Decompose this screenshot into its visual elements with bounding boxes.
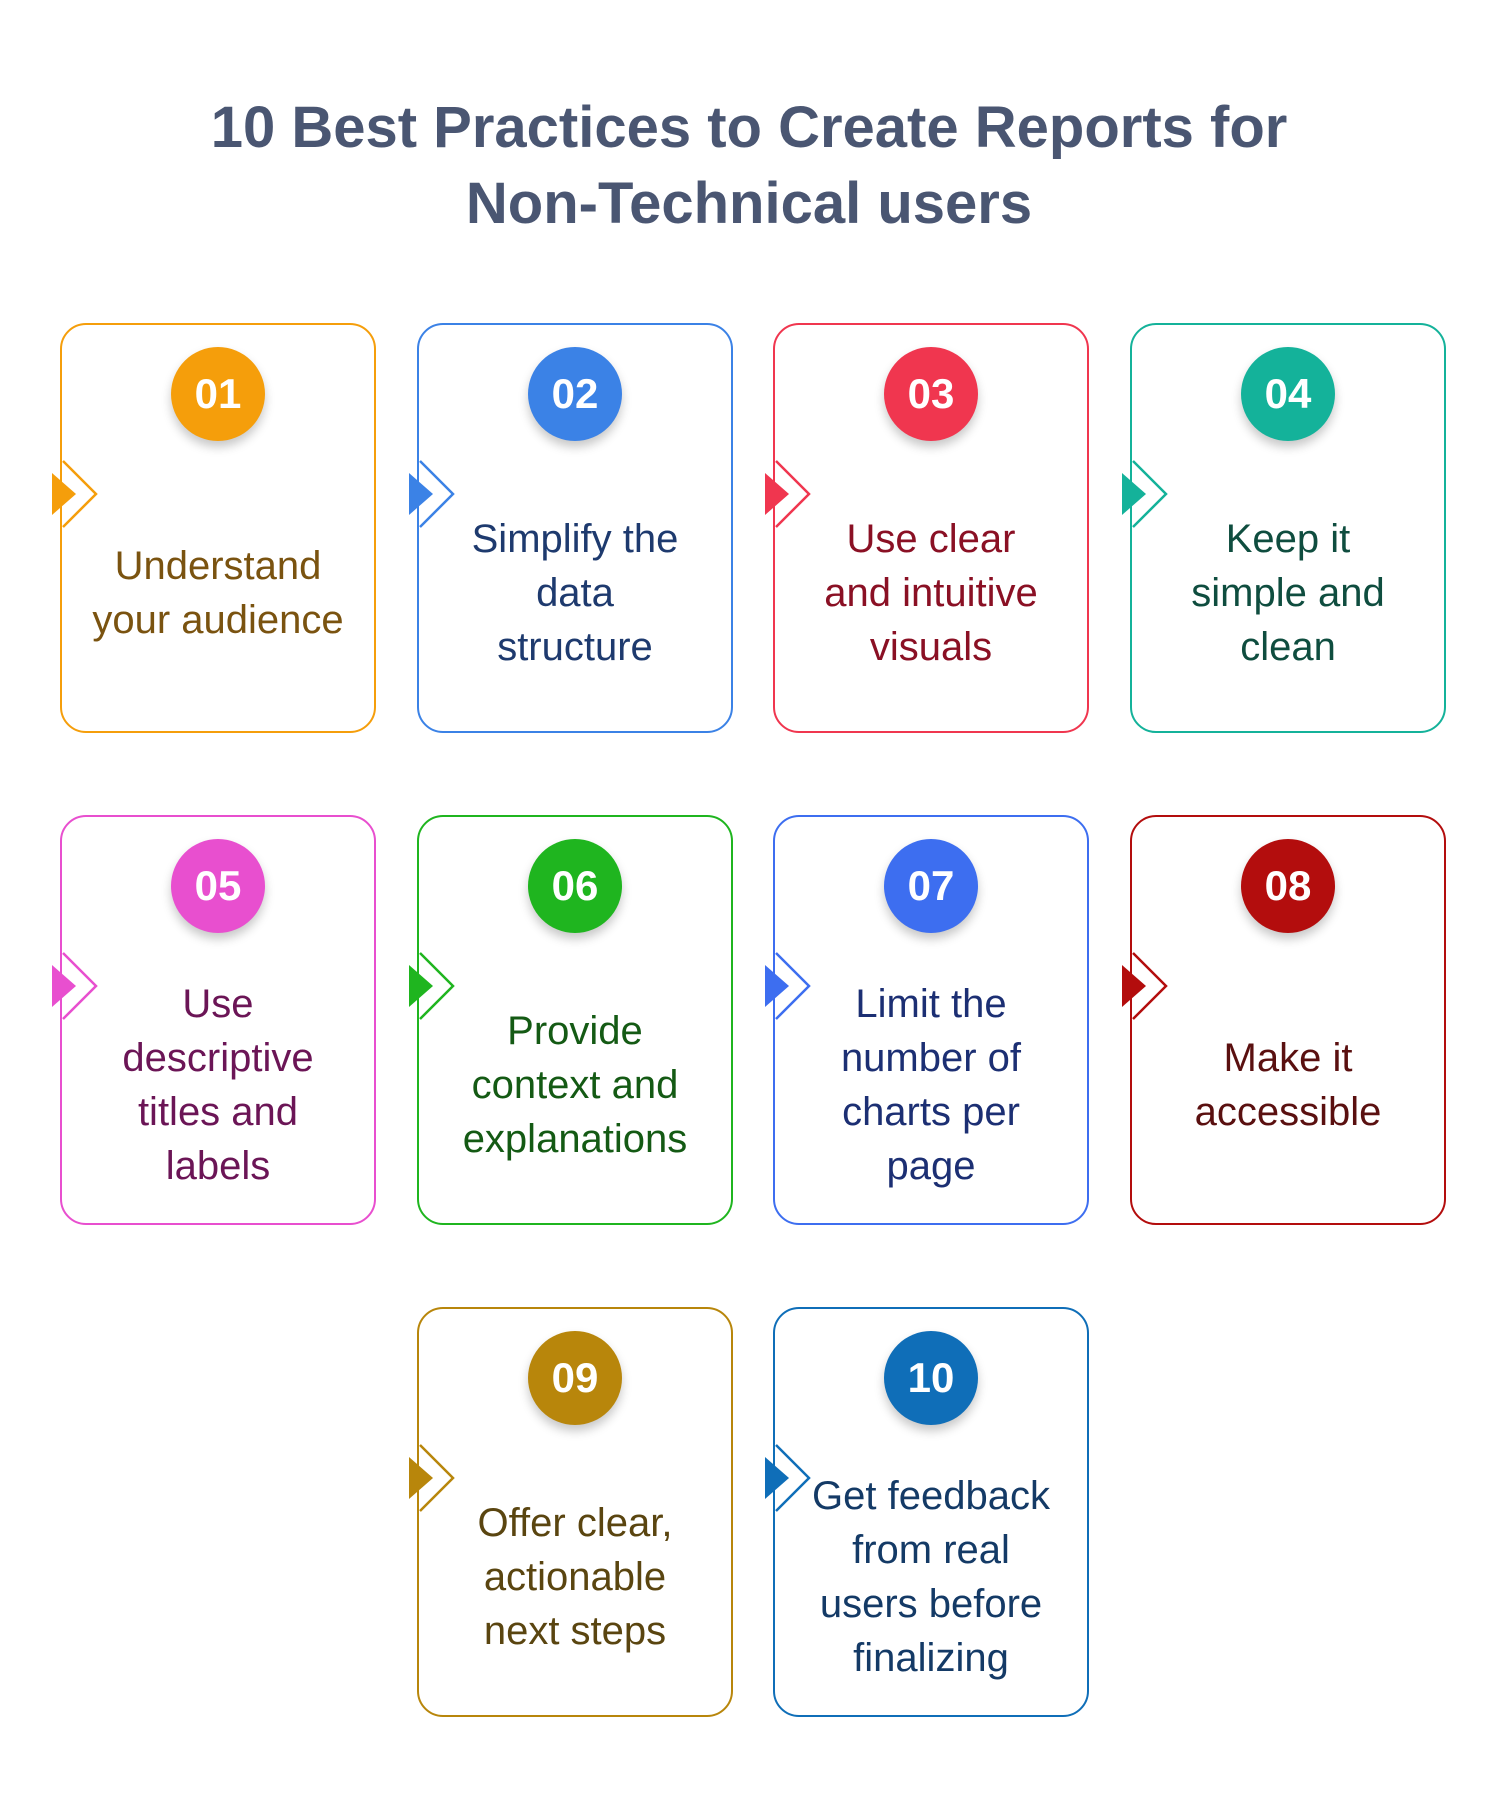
arrow-pointer-icon: [1122, 457, 1168, 531]
number-badge: 10: [884, 1331, 978, 1425]
pointer-triangle: [52, 473, 76, 515]
arrow-pointer-icon: [52, 949, 98, 1023]
practice-text-line: structure: [497, 625, 653, 669]
practice-text: Offer clear, actionable next steps: [433, 1459, 717, 1695]
pointer-triangle: [409, 965, 433, 1007]
practice-text-line: your audience: [92, 598, 344, 642]
practice-text-line: context and: [471, 1063, 679, 1107]
number-badge: 05: [171, 839, 265, 933]
arrow-pointer-icon: [409, 949, 455, 1023]
practice-text-line: next steps: [483, 1609, 667, 1653]
practice-text: Use descriptive titles and labels: [76, 967, 360, 1203]
number-badge: 03: [884, 347, 978, 441]
practice-text-line: number of: [840, 1036, 1022, 1080]
arrow-pointer-icon: [765, 949, 811, 1023]
pointer-triangle: [52, 965, 76, 1007]
arrow-pointer-icon: [409, 457, 455, 531]
practice-text-line: from real: [852, 1528, 1010, 1572]
practice-text: Provide context and explanations: [433, 967, 717, 1203]
page-title-line-1: 10 Best Practices to Create Reports for: [210, 95, 1288, 160]
pointer-triangle: [409, 473, 433, 515]
number-badge: 04: [1241, 347, 1335, 441]
pointer-chevron: [62, 460, 98, 528]
pointer-triangle: [765, 473, 789, 515]
practice-text-line: Simplify the: [471, 517, 679, 561]
arrow-pointer-icon: [765, 1441, 811, 1515]
pointer-triangle: [765, 965, 789, 1007]
number-badge: 06: [528, 839, 622, 933]
number-badge: 08: [1241, 839, 1335, 933]
practice-text-line: titles and: [137, 1090, 299, 1134]
arrow-pointer-icon: [765, 457, 811, 531]
page-title: 10 Best Practices to Create Reports for …: [0, 90, 1498, 242]
number-badge: 02: [528, 347, 622, 441]
practice-text-line: Offer clear,: [477, 1501, 673, 1545]
practice-text-line: finalizing: [853, 1636, 1009, 1680]
practice-text: Make it accessible: [1146, 967, 1430, 1203]
practice-text-line: actionable: [483, 1555, 667, 1599]
pointer-chevron: [775, 952, 811, 1020]
practice-text-line: descriptive: [122, 1036, 314, 1080]
number-badge: 01: [171, 347, 265, 441]
pointer-chevron: [775, 1444, 811, 1512]
practice-text-line: visuals: [869, 625, 993, 669]
practice-text: Use clear and intuitive visuals: [789, 475, 1073, 711]
practice-text-line: Understand: [114, 544, 322, 588]
practice-text: Limit the number of charts per page: [789, 967, 1073, 1203]
practice-text-line: explanations: [462, 1117, 688, 1161]
pointer-triangle: [1122, 965, 1146, 1007]
practice-text-line: Get feedback: [812, 1474, 1050, 1518]
practice-text: Understand your audience: [76, 475, 360, 711]
practice-text-line: and intuitive: [824, 571, 1038, 615]
practice-text: Get feedback from real users before finaliz…: [789, 1459, 1073, 1695]
pointer-chevron: [419, 460, 455, 528]
arrow-pointer-icon: [52, 457, 98, 531]
pointer-triangle: [409, 1457, 433, 1499]
practice-text-line: page: [886, 1144, 976, 1188]
pointer-chevron: [419, 952, 455, 1020]
pointer-chevron: [419, 1444, 455, 1512]
practice-text-line: accessible: [1194, 1090, 1382, 1134]
practice-text-line: Make it: [1223, 1036, 1353, 1080]
arrow-pointer-icon: [409, 1441, 455, 1515]
arrow-pointer-icon: [1122, 949, 1168, 1023]
practice-text-line: Provide: [507, 1009, 643, 1053]
pointer-chevron: [62, 952, 98, 1020]
number-badge: 09: [528, 1331, 622, 1425]
practice-text-line: charts per: [842, 1090, 1020, 1134]
page-title-line-2: Non-Technical users: [465, 171, 1033, 236]
pointer-triangle: [765, 1457, 789, 1499]
pointer-chevron: [775, 460, 811, 528]
pointer-triangle: [1122, 473, 1146, 515]
practice-text-line: clean: [1240, 625, 1336, 669]
practice-text-line: Use: [182, 982, 254, 1026]
practice-text: Simplify the data structure: [433, 475, 717, 711]
pointer-chevron: [1132, 460, 1168, 528]
pointer-chevron: [1132, 952, 1168, 1020]
practice-text-line: Keep it: [1225, 517, 1351, 561]
practice-text-line: Use clear: [846, 517, 1016, 561]
practice-text-line: users before: [819, 1582, 1043, 1626]
practice-text: Keep it simple and clean: [1146, 475, 1430, 711]
practice-text-line: labels: [165, 1144, 271, 1188]
number-badge: 07: [884, 839, 978, 933]
practice-text-line: simple and: [1191, 571, 1385, 615]
practice-text-line: data: [536, 571, 614, 615]
practice-text-line: Limit the: [855, 982, 1007, 1026]
